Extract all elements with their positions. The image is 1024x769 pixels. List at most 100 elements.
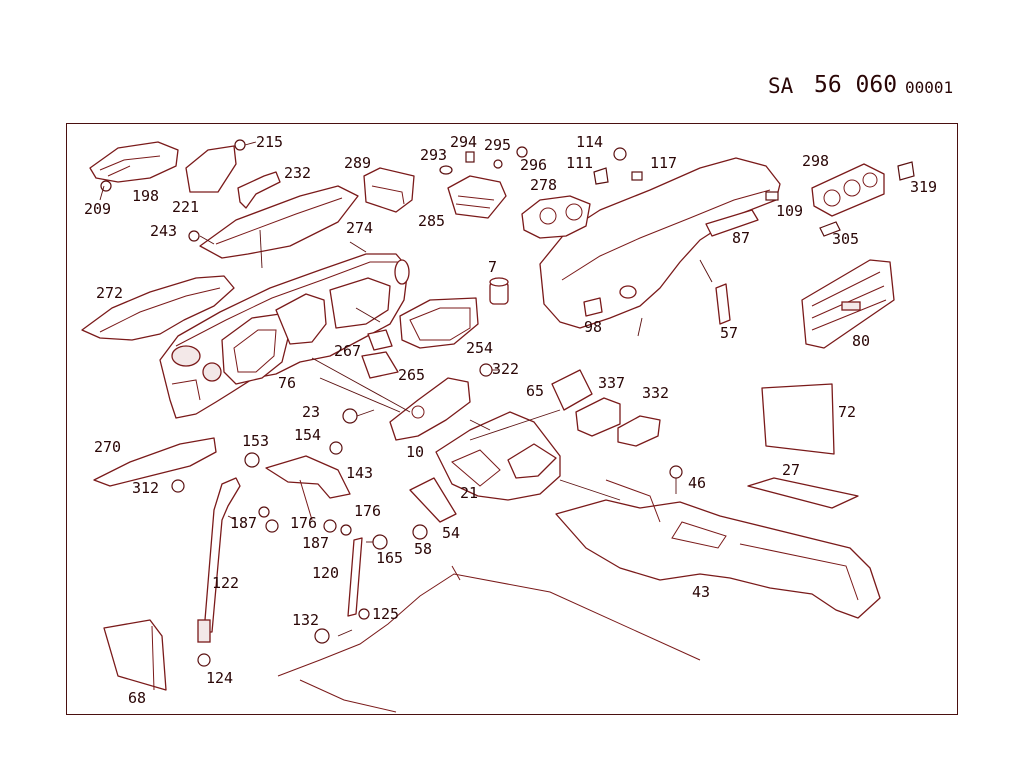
- part-label-111: 111: [566, 154, 594, 172]
- part-label-232: 232: [284, 164, 312, 182]
- part-267-bracket: [367, 329, 393, 351]
- small-clips-293-296: [439, 146, 528, 175]
- part-label-10: 10: [406, 443, 425, 461]
- part-270-bracket: [93, 437, 217, 487]
- part-7-knob: [489, 277, 509, 305]
- part-label-176a: 176: [290, 514, 318, 532]
- part-label-76: 76: [278, 374, 297, 392]
- part-label-221: 221: [172, 198, 200, 216]
- part-label-278: 278: [530, 176, 558, 194]
- part-58-grommet: [412, 524, 428, 540]
- part-label-265: 265: [398, 366, 426, 384]
- part-label-272: 272: [96, 284, 124, 302]
- part-57-strip: [715, 283, 731, 325]
- part-label-215: 215: [256, 133, 284, 151]
- part-label-143: 143: [346, 464, 374, 482]
- part-65-panel: [551, 369, 593, 411]
- part-label-98: 98: [584, 318, 603, 336]
- fasteners-125-132: [314, 608, 370, 644]
- part-label-294: 294: [450, 133, 478, 151]
- part-label-319: 319: [910, 178, 938, 196]
- part-label-80: 80: [852, 332, 871, 350]
- part-label-57: 57: [720, 324, 739, 342]
- part-label-46: 46: [688, 474, 707, 492]
- part-27-mat: [747, 477, 859, 509]
- diagram-frame: [66, 123, 958, 715]
- part-label-289: 289: [344, 154, 372, 172]
- part-label-87: 87: [732, 229, 751, 247]
- part-label-54: 54: [442, 524, 461, 542]
- part-76-dashboard: [159, 253, 410, 419]
- part-label-285: 285: [418, 212, 446, 230]
- part-109-clip: [765, 191, 779, 201]
- part-label-187b: 187: [302, 534, 330, 552]
- part-337-housing: [575, 397, 621, 437]
- part-312-screw: [171, 479, 185, 493]
- part-label-270: 270: [94, 438, 122, 456]
- part-274-upper-panel: [199, 185, 359, 269]
- part-label-114: 114: [576, 133, 604, 151]
- part-68-trim-panel: [103, 619, 167, 691]
- part-124-screw: [197, 653, 211, 667]
- part-label-298: 298: [802, 152, 830, 170]
- part-43-floor-console: [555, 479, 881, 619]
- part-label-65: 65: [526, 382, 545, 400]
- part-label-254: 254: [466, 339, 494, 357]
- floor-outline: [277, 565, 701, 713]
- fasteners-153-154: [244, 441, 343, 468]
- part-label-27: 27: [782, 461, 801, 479]
- part-label-122: 122: [212, 574, 240, 592]
- part-23-bolt: [342, 408, 375, 424]
- part-322-grommet: [479, 363, 498, 377]
- part-label-296: 296: [520, 156, 548, 174]
- part-332-ashtray: [617, 415, 661, 447]
- part-label-117: 117: [650, 154, 678, 172]
- part-272-lower-panel: [81, 275, 235, 341]
- part-label-274: 274: [346, 219, 374, 237]
- part-46-screw: [669, 465, 683, 494]
- diagram-code: SA 56 060 00001: [768, 72, 968, 104]
- part-label-209: 209: [84, 200, 112, 218]
- part-label-7: 7: [488, 258, 498, 276]
- part-label-176b: 176: [354, 502, 382, 520]
- part-label-21: 21: [460, 484, 479, 502]
- washers-176-187: [258, 506, 352, 536]
- part-278-dash-top: [521, 157, 781, 329]
- part-label-187a: 187: [230, 514, 258, 532]
- part-label-72: 72: [838, 403, 857, 421]
- part-305-clip: [819, 221, 841, 237]
- part-label-23: 23: [302, 403, 321, 421]
- fastener-209: [100, 180, 112, 192]
- part-label-312: 312: [132, 479, 160, 497]
- part-289-storage-tray: [363, 167, 415, 213]
- part-label-337: 337: [598, 374, 626, 392]
- part-label-293: 293: [420, 146, 448, 164]
- part-label-267: 267: [334, 342, 362, 360]
- part-198-steering-cover: [89, 141, 179, 183]
- part-143-bracket: [265, 455, 351, 521]
- part-label-125: 125: [372, 605, 400, 623]
- part-285-vent-housing: [447, 175, 507, 219]
- part-54-bracket: [409, 477, 457, 523]
- part-120-rod: [347, 537, 363, 617]
- part-label-58: 58: [414, 540, 433, 558]
- part-87-vent-slot: [705, 209, 759, 237]
- part-122-rod: [197, 477, 241, 643]
- part-21-console-center: [435, 411, 561, 501]
- diagram-code-suffix: 00001: [905, 78, 954, 97]
- part-label-198: 198: [132, 187, 160, 205]
- part-label-153: 153: [242, 432, 270, 450]
- fastener-243: [188, 230, 200, 242]
- part-232-handle: [237, 171, 281, 209]
- part-319-clip: [897, 161, 915, 181]
- part-label-305: 305: [832, 230, 860, 248]
- fastener-215: [234, 139, 257, 151]
- part-221-cover-plate: [185, 145, 237, 193]
- part-label-132: 132: [292, 611, 320, 629]
- part-80-glovebox-lid: [801, 259, 895, 349]
- part-165-bolt: [366, 534, 388, 550]
- part-label-43: 43: [692, 583, 711, 601]
- diagram-code-number: 56 060: [814, 72, 898, 98]
- part-label-243: 243: [150, 222, 178, 240]
